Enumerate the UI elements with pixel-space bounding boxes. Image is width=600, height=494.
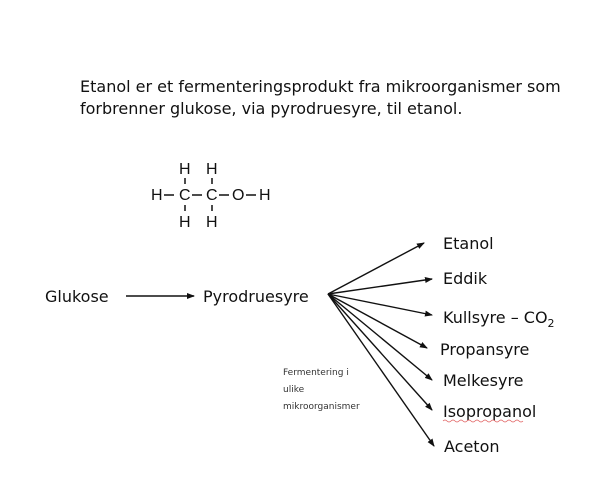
spellcheck-underline [442, 419, 524, 423]
atom-h: H [151, 187, 163, 204]
product-eddik: Eddik [443, 269, 488, 288]
arrow-to-isopropanol [327, 293, 433, 411]
glukose-label: Glukose [45, 287, 109, 306]
product-kullsyre: Kullsyre – CO2 [443, 308, 555, 330]
intro-line-2: forbrenner glukose, via pyrodruesyre, ti… [80, 99, 462, 118]
atom-h: H [259, 187, 271, 204]
note-line-3: mikroorganismer [283, 402, 360, 412]
arrow-to-kullsyre [327, 293, 433, 317]
arrow-to-propansyre [327, 293, 428, 349]
atom-h: H [179, 161, 191, 178]
product-etanol: Etanol [443, 234, 494, 253]
atom-h: H [179, 214, 191, 231]
note-line-1: Fermentering i [283, 368, 349, 378]
atom-c: C [206, 187, 218, 204]
note-line-2: ulike [283, 385, 305, 395]
product-melkesyre: Melkesyre [443, 371, 524, 390]
atom-c: C [179, 187, 191, 204]
product-aceton: Aceton [444, 437, 500, 456]
atom-h: H [206, 214, 218, 231]
pyrodruesyre-label: Pyrodruesyre [203, 287, 309, 306]
intro-line-1: Etanol er et fermenteringsprodukt fra mi… [80, 77, 561, 96]
arrow-to-melkesyre [327, 293, 433, 381]
atom-o: O [232, 187, 244, 204]
arrow-to-aceton [327, 293, 435, 447]
ethanol-structure: H H H C C O H H H [151, 161, 271, 231]
product-propansyre: Propansyre [440, 340, 529, 359]
product-arrows [327, 242, 435, 447]
product-isopropanol: Isopropanol [443, 402, 536, 421]
arrow-to-etanol [327, 242, 425, 295]
atom-h: H [206, 161, 218, 178]
arrow-to-eddik [327, 277, 433, 295]
